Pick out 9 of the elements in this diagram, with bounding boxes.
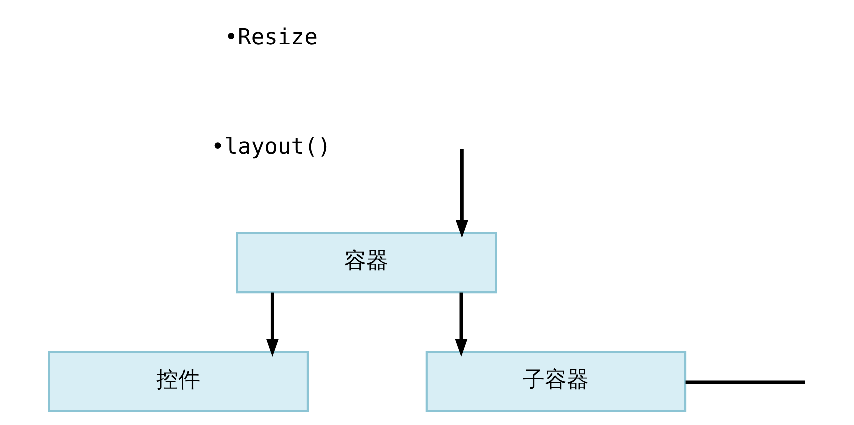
- label: •layout(): [210, 133, 331, 160]
- arrow: [454, 292, 468, 356]
- arrow: [455, 148, 468, 238]
- connector: [685, 380, 804, 384]
- arrow: [266, 292, 278, 356]
- label: •Resize: [224, 24, 318, 50]
- node-box: 容器: [236, 232, 497, 294]
- node-box: 子容器: [425, 350, 686, 412]
- node-box: 控件: [48, 350, 308, 412]
